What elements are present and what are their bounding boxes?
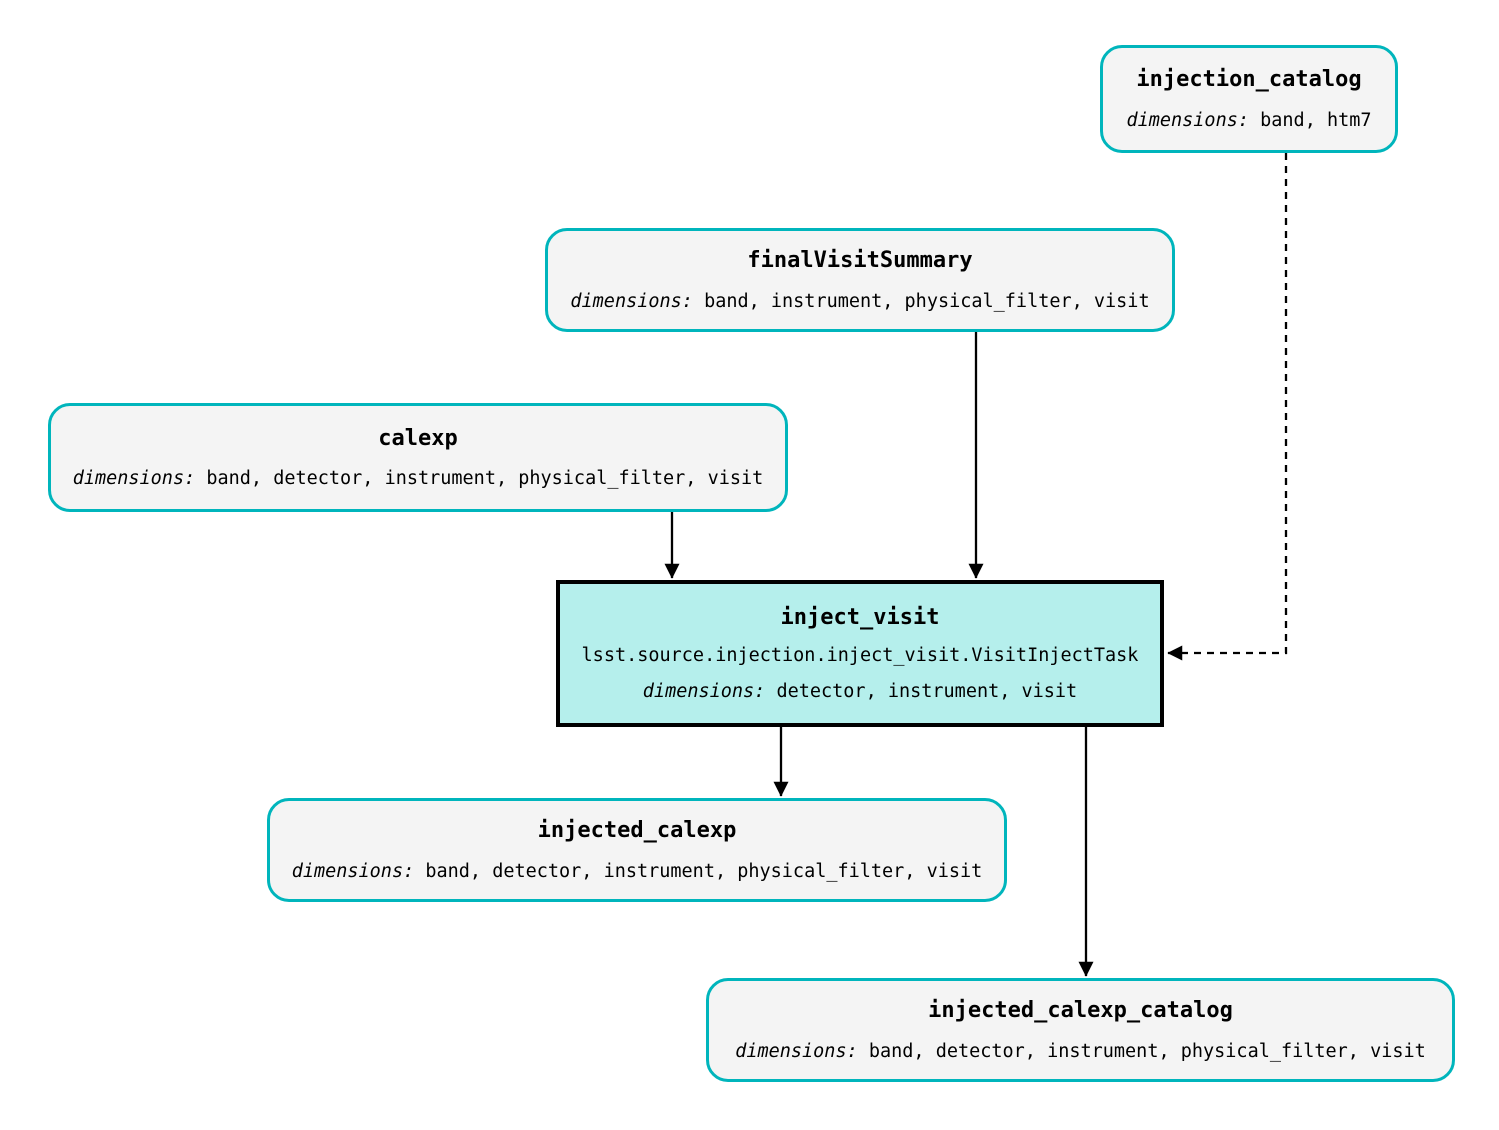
node-title: calexp [378,425,458,451]
dimensions-value: band, detector, instrument, physical_fil… [206,468,764,490]
dimensions-label: dimensions: [291,860,415,882]
node-title: finalVisitSummary [747,248,973,274]
dimensions-value: detector, instrument, visit [776,681,1078,703]
node-title: injected_calexp_catalog [928,998,1233,1024]
dimensions-value: band, detector, instrument, physical_fil… [425,860,983,882]
dimensions-label: dimensions: [1126,109,1249,131]
node-dimensions: dimensions: detector, instrument, visit [643,681,1077,702]
node-dimensions: dimensions: band, htm7 [1126,110,1371,131]
node-final-visit-summary: finalVisitSummary dimensions: band, inst… [545,228,1175,332]
node-injection-catalog: injection_catalog dimensions: band, htm7 [1100,45,1398,153]
node-title: injection_catalog [1136,67,1362,93]
node-title: inject_visit [780,604,940,630]
dimensions-label: dimensions: [72,468,196,490]
node-title: injected_calexp [537,818,737,844]
dimensions-label: dimensions: [642,681,766,703]
dimensions-value: band, instrument, physical_filter, visit [704,290,1150,312]
node-dimensions: dimensions: band, detector, instrument, … [292,861,983,882]
node-dimensions: dimensions: band, instrument, physical_f… [570,291,1149,312]
node-dimensions: dimensions: band, detector, instrument, … [735,1041,1426,1062]
node-dimensions: dimensions: band, detector, instrument, … [73,468,764,489]
dimensions-value: band, detector, instrument, physical_fil… [868,1040,1426,1062]
dimensions-label: dimensions: [735,1040,858,1062]
task-class: lsst.source.injection.inject_visit.Visit… [581,644,1139,666]
dimensions-label: dimensions: [570,290,693,312]
node-calexp: calexp dimensions: band, detector, instr… [48,403,788,512]
node-injected-calexp-catalog: injected_calexp_catalog dimensions: band… [706,978,1455,1082]
edge-injection_catalog-to-inject_visit [1167,153,1288,661]
dimensions-value: band, htm7 [1260,109,1372,131]
node-injected-calexp: injected_calexp dimensions: band, detect… [267,798,1007,902]
node-inject-visit-task: inject_visit lsst.source.injection.injec… [556,580,1164,727]
